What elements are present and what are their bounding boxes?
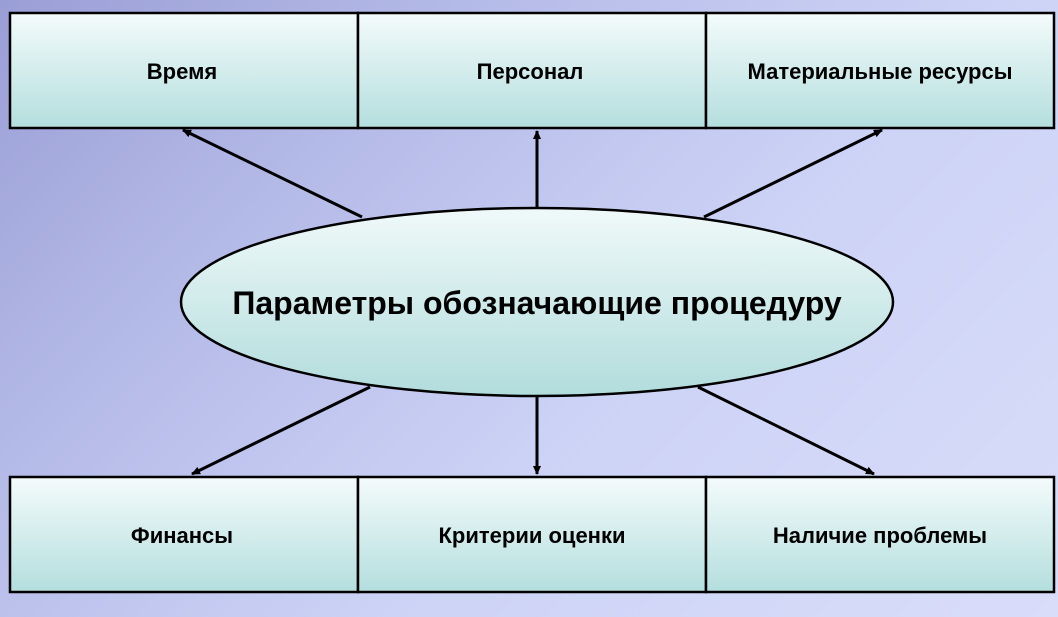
box-evaluation-criteria-label: Критерии оценки xyxy=(438,523,625,548)
box-time-label: Время xyxy=(147,59,217,84)
arrow-to-time xyxy=(182,128,363,219)
box-personnel-label: Персонал xyxy=(477,59,584,84)
connector-arrows xyxy=(182,128,883,476)
bottom-row: Финансы Критерии оценки Наличие проблемы xyxy=(8,475,1056,594)
top-row: Время Персонал Материальные ресурсы xyxy=(8,11,1056,130)
box-problem-presence-label: Наличие проблемы xyxy=(773,523,987,548)
box-evaluation-criteria: Критерии оценки xyxy=(356,475,708,594)
arrow-to-material-resources xyxy=(703,128,883,219)
box-material-resources: Материальные ресурсы xyxy=(704,11,1056,130)
box-problem-presence: Наличие проблемы xyxy=(704,475,1056,594)
arrow-to-problem-presence xyxy=(697,385,875,476)
box-finances-label: Финансы xyxy=(131,523,233,548)
box-material-resources-label: Материальные ресурсы xyxy=(748,59,1013,84)
box-finances: Финансы xyxy=(8,475,360,594)
arrow-to-finances xyxy=(191,385,371,476)
box-time: Время xyxy=(8,11,360,130)
center-node-label: Параметры обозначающие процедуру xyxy=(232,285,841,321)
box-personnel: Персонал xyxy=(356,11,708,130)
center-node: Параметры обозначающие процедуру xyxy=(179,206,895,398)
